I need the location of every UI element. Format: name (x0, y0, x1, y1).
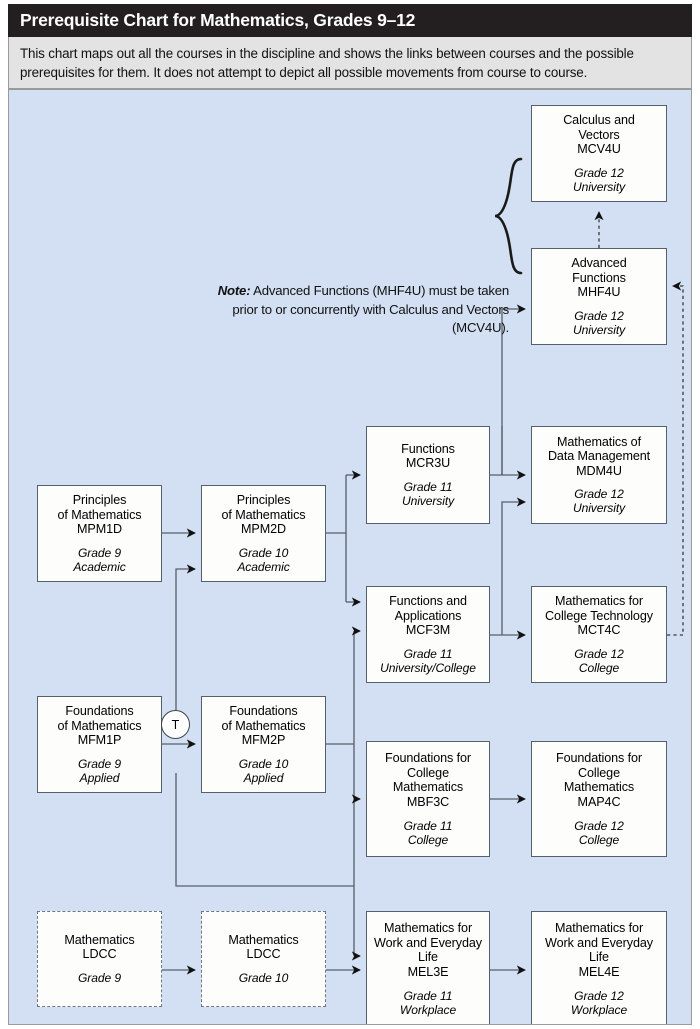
header-bar: Prerequisite Chart for Mathematics, Grad… (8, 4, 692, 37)
page-title: Prerequisite Chart for Mathematics, Grad… (20, 10, 416, 30)
note-brace (494, 157, 523, 275)
course-code: MBF3C (406, 795, 450, 810)
description-band: This chart maps out all the courses in t… (8, 37, 692, 89)
edge-mcf3m-mdm4u (501, 497, 526, 635)
course-meta: Grade 10 (238, 971, 289, 986)
course-code: MHF4U (577, 285, 621, 300)
course-code: MCT4C (577, 623, 621, 638)
edge-mcr3u-mhf4u (501, 304, 526, 475)
course-code: MEL3E (407, 965, 449, 980)
edge-mct4c-mhf4u-dashed (667, 281, 684, 636)
course-code: MCR3U (405, 456, 451, 471)
course-code: MEL4E (578, 965, 620, 980)
course-code: MDM4U (576, 463, 622, 478)
course-code: LDCC (82, 947, 117, 962)
course-code: MPM1D (77, 522, 122, 537)
course-code: MCV4U (577, 142, 621, 157)
edge-mfm1p-mpm2d-transfer (162, 564, 196, 722)
course-box-ldcc-grade9[interactable]: Mathematics LDCC Grade 9 (37, 911, 162, 1007)
course-code: LDCC (246, 947, 281, 962)
note-block: Note: Advanced Functions (MHF4U) must be… (209, 282, 510, 338)
course-code: MCF3M (405, 623, 451, 638)
connector-lines (162, 157, 684, 975)
course-title: Mathematics (64, 932, 135, 947)
course-box-ldcc-grade10[interactable]: Mathematics LDCC Grade 10 (201, 911, 326, 1007)
course-code: MFM2P (241, 733, 286, 748)
course-meta: Grade 9 (78, 971, 121, 986)
course-code: MFM1P (77, 733, 122, 748)
course-title: Mathematics (228, 932, 299, 947)
course-code: MPM2D (241, 522, 286, 537)
course-code: MAP4C (577, 795, 621, 810)
transfer-marker-icon: T (161, 710, 190, 739)
course-title: Functions (401, 441, 455, 456)
note-text: Advanced Functions (MHF4U) must be taken… (232, 283, 509, 336)
note-label: Note: (217, 283, 251, 298)
description-text: This chart maps out all the courses in t… (20, 46, 634, 81)
